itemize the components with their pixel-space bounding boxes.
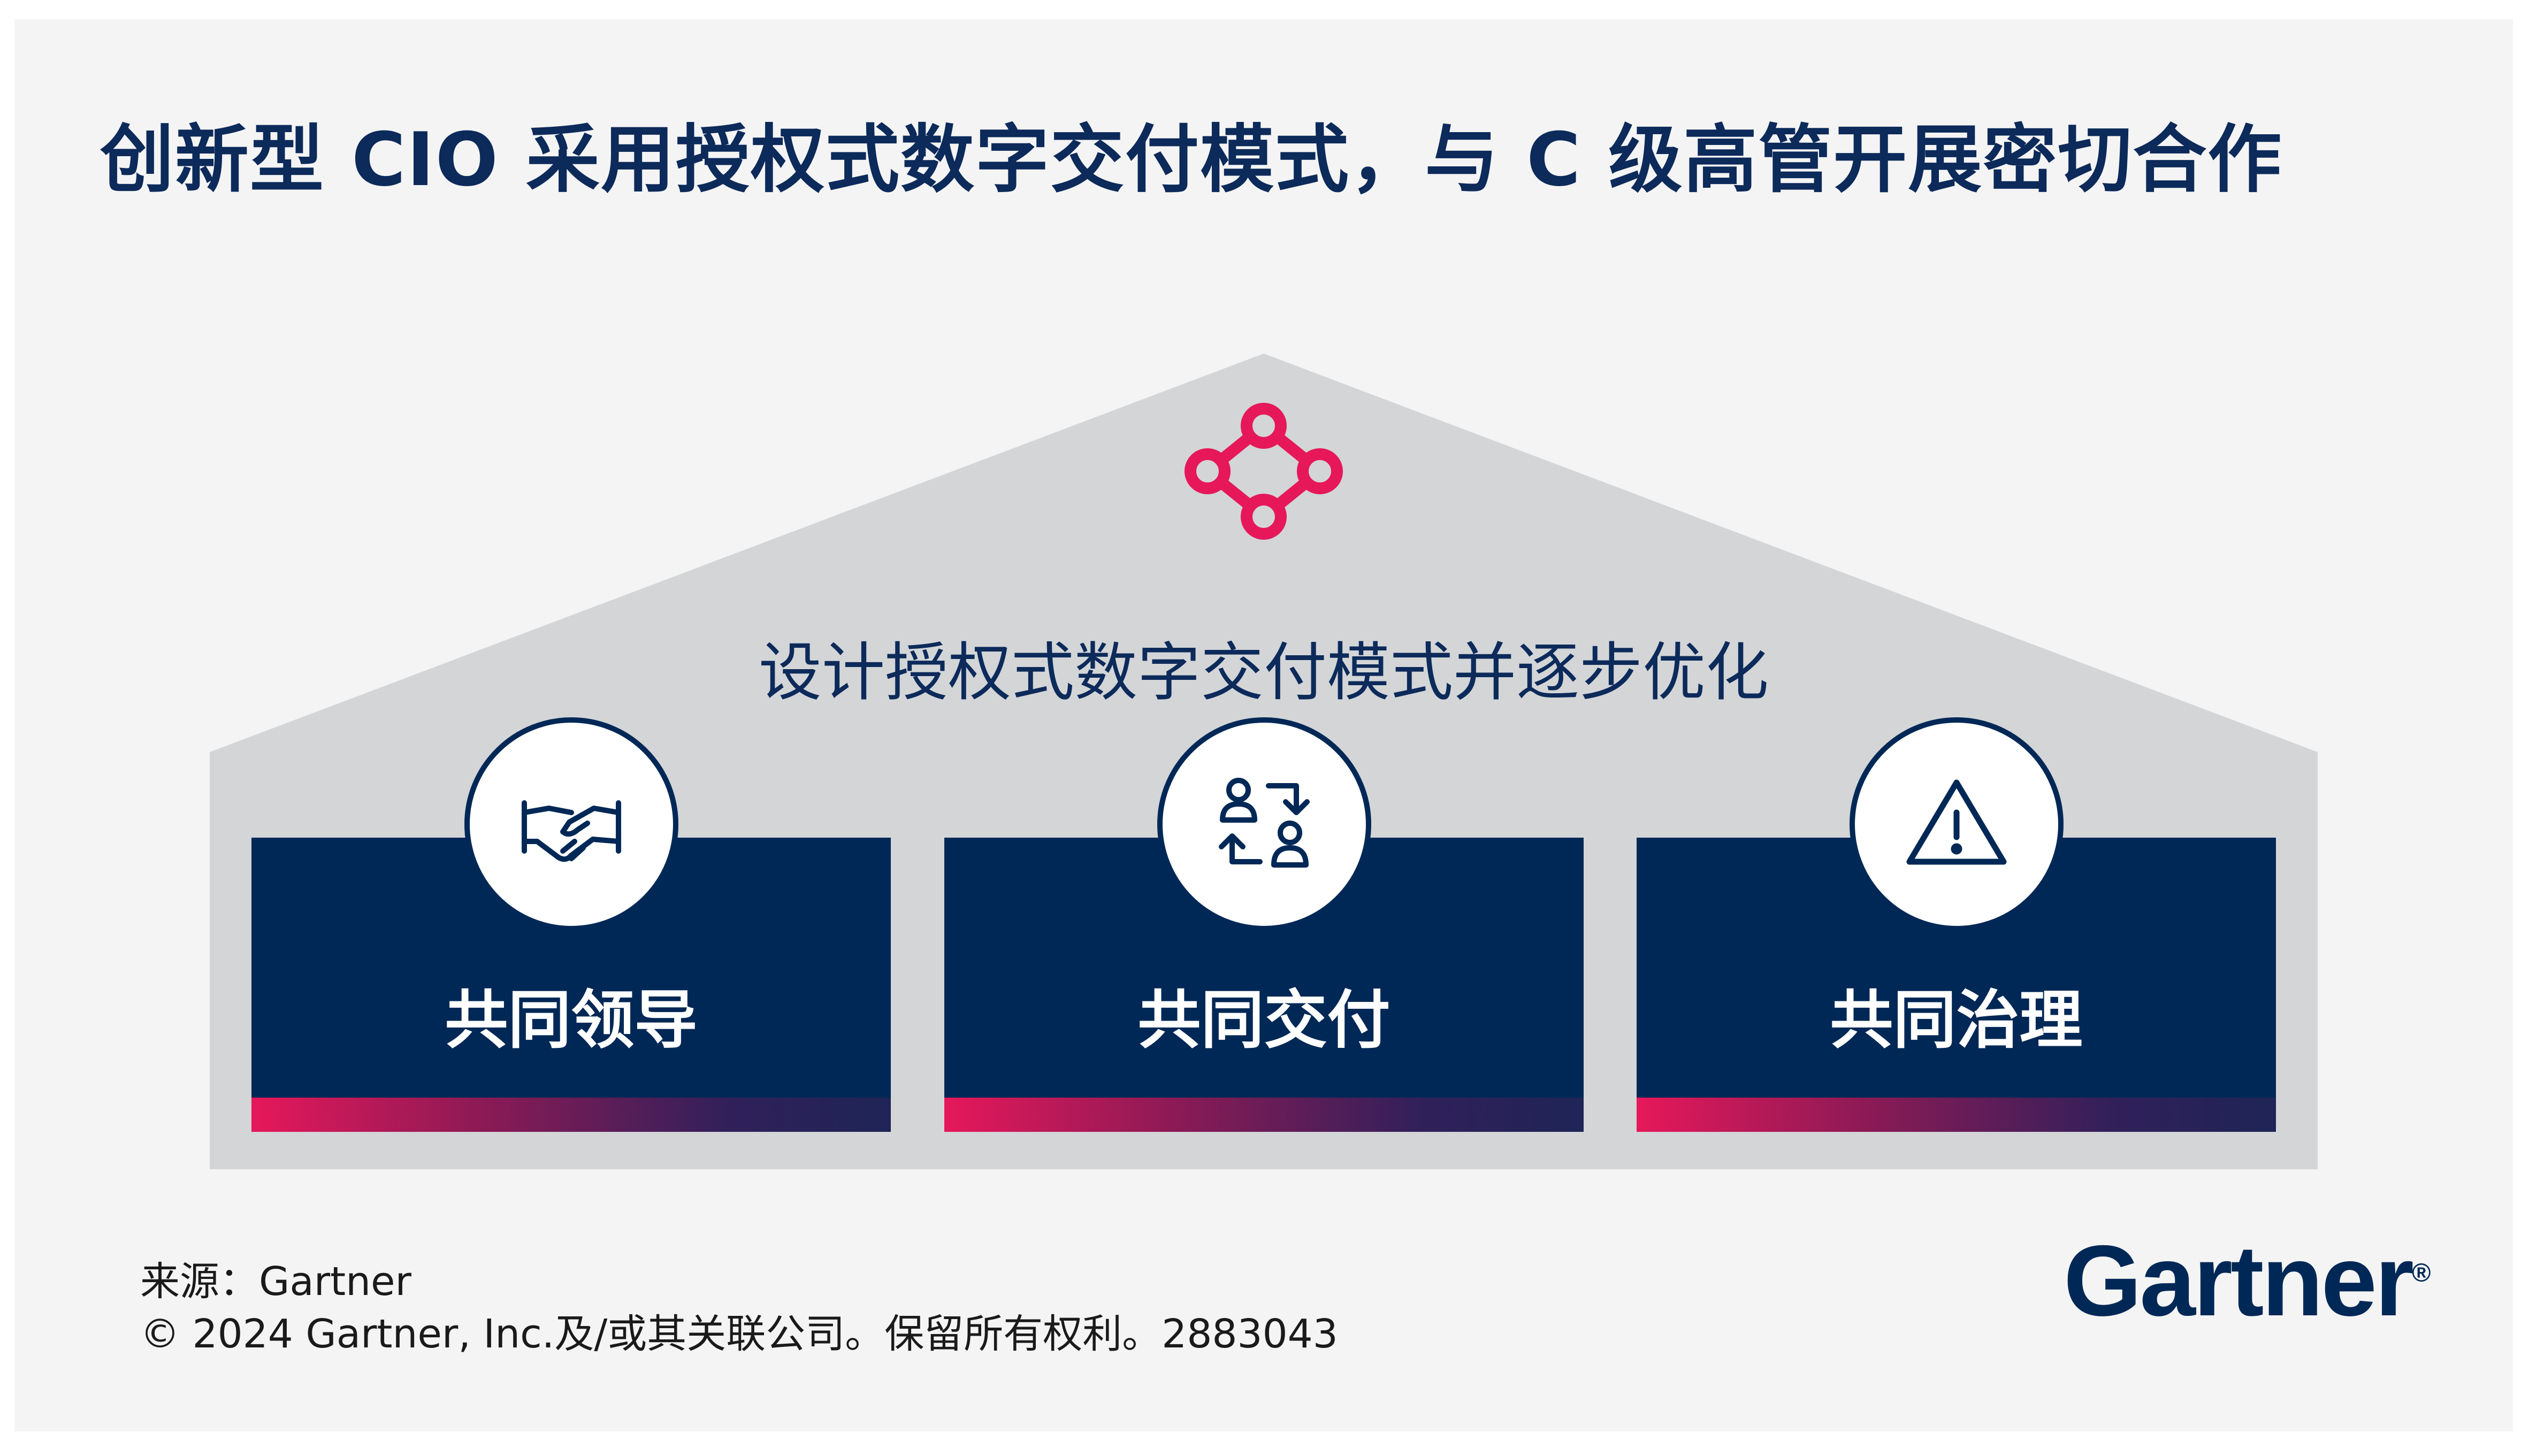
registered-mark: ® <box>2412 1259 2431 1288</box>
gartner-logo: Gartner® <box>2064 1223 2431 1338</box>
pillar-shared-leadership: 共同领导 <box>251 717 891 1132</box>
gradient-bar <box>251 1098 891 1132</box>
people-exchange-icon <box>1218 778 1310 868</box>
pillar-label: 共同领导 <box>445 983 698 1057</box>
footer-source: 来源：Gartner <box>140 1259 411 1305</box>
gradient-bar <box>944 1098 1584 1132</box>
pillar-icon-circle <box>1849 717 2064 931</box>
pillar-label: 共同交付 <box>1137 983 1390 1057</box>
page-title: 创新型 CIO 采用授权式数字交付模式，与 C 级高管开展密切合作 <box>100 117 2283 203</box>
warning-triangle-icon <box>1906 779 2006 865</box>
pillar-icon-circle <box>1157 717 1371 931</box>
pillar-label: 共同治理 <box>1830 983 2083 1057</box>
pillar-shared-delivery: 共同交付 <box>944 717 1584 1132</box>
network-diamond-icon <box>1185 403 1343 540</box>
gradient-bar <box>1637 1098 2276 1132</box>
roof-subtitle: 设计授权式数字交付模式并逐步优化 <box>758 635 1769 709</box>
brand-name: Gartner <box>2064 1224 2414 1337</box>
pillar-shared-governance: 共同治理 <box>1637 717 2276 1132</box>
handshake-icon <box>521 800 621 862</box>
pillar-icon-circle <box>464 717 678 931</box>
footer-copyright: © 2024 Gartner, Inc.及/或其关联公司。保留所有权利。2883… <box>140 1311 1338 1357</box>
slide: 创新型 CIO 采用授权式数字交付模式，与 C 级高管开展密切合作 设计授权式数… <box>14 19 2513 1431</box>
